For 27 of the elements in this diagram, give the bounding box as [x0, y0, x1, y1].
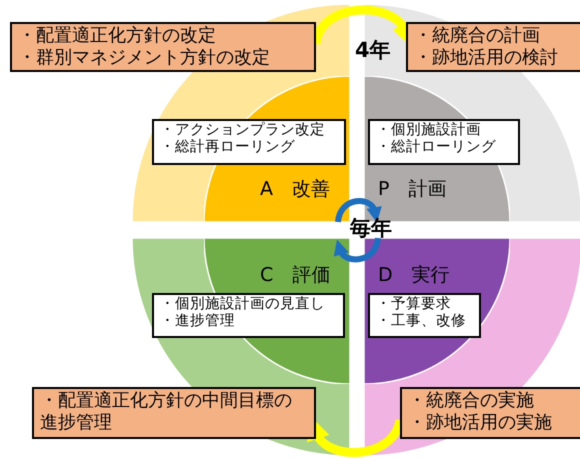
note-box — [10, 22, 316, 72]
bullet-text: ・群別マネジメント方針の改定 — [18, 46, 271, 68]
curved-arrow — [335, 237, 381, 262]
curved-arrow — [335, 198, 381, 223]
bullet-text: ・配置適正化方針の中間目標の進捗管理 — [40, 390, 293, 434]
note-box — [406, 22, 580, 72]
bullet-text: ・予算要求 — [376, 296, 452, 313]
note-box — [32, 387, 316, 439]
bullet-text: ・総計再ローリング — [160, 139, 296, 157]
bullet-text: ・進捗管理 — [160, 313, 236, 331]
bullet-text: ・工事、改修 — [376, 313, 467, 331]
bullet-text: ・アクションプラン改定 — [160, 122, 326, 138]
period-label: 4年 — [355, 37, 391, 64]
note-box — [400, 387, 580, 439]
bullet-text: ・個別施設計画の見直し — [160, 296, 326, 313]
bullet-text: ・総計ローリング — [376, 139, 497, 157]
bullet-text: ・統廃合の実施 — [408, 390, 535, 412]
phase-label: C 評価 — [260, 263, 330, 288]
bullet-text: ・跡地活用の検討 — [414, 46, 559, 68]
bullet-text: ・個別施設計画 — [376, 122, 482, 138]
bullet-text: ・配置適正化方針の改定 — [18, 25, 217, 47]
bullet-text: ・跡地活用の実施 — [408, 412, 553, 434]
period-label: 毎年 — [350, 215, 392, 242]
phase-label: D 実行 — [378, 263, 450, 288]
bullet-text: ・統廃合の計画 — [414, 25, 541, 47]
phase-label: A 改善 — [260, 177, 330, 202]
phase-label: P 計画 — [378, 177, 446, 202]
